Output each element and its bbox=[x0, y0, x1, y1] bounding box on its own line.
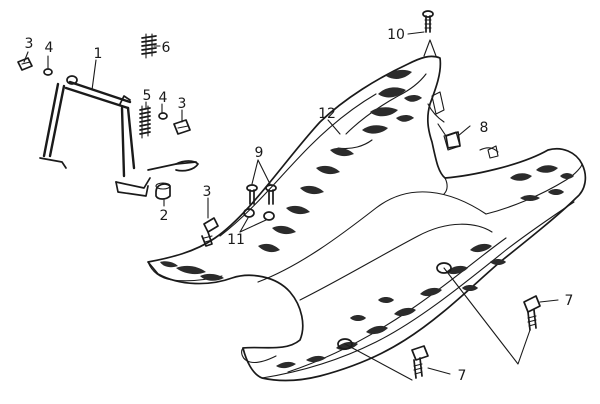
callout-6: 6 bbox=[162, 40, 171, 56]
clip-8 bbox=[445, 131, 461, 149]
callout-8: 8 bbox=[480, 120, 489, 136]
leader-lines bbox=[23, 31, 559, 381]
callout-7-lower: 7 bbox=[458, 368, 467, 384]
rubber-stopper-2 bbox=[155, 182, 171, 200]
clip-nut-11-b bbox=[263, 211, 275, 221]
callout-11: 11 bbox=[227, 232, 245, 248]
callout-7-right: 7 bbox=[565, 293, 574, 309]
screw-9-left bbox=[246, 184, 258, 205]
callout-3-lower: 3 bbox=[203, 184, 212, 200]
body-cover-panel bbox=[147, 39, 587, 382]
callout-3-upper-left: 3 bbox=[25, 36, 34, 52]
screw-10 bbox=[422, 10, 434, 33]
pivot-bushing bbox=[66, 75, 78, 85]
clip-nut-11-a bbox=[243, 208, 255, 218]
bolt-7-right bbox=[523, 295, 541, 331]
callout-labels: 3 4 1 6 5 4 3 2 3 9 11 10 12 8 7 7 bbox=[25, 27, 574, 384]
upper-left-washer bbox=[43, 68, 53, 76]
spring-6 bbox=[141, 33, 157, 59]
bolt-7-lower bbox=[411, 345, 429, 379]
callout-10: 10 bbox=[387, 27, 405, 43]
callout-2: 2 bbox=[160, 208, 169, 224]
callout-4-right: 4 bbox=[159, 90, 168, 106]
screw-9-right bbox=[265, 184, 277, 205]
callout-3-right: 3 bbox=[178, 96, 187, 112]
callout-12: 12 bbox=[318, 106, 336, 122]
callout-1: 1 bbox=[94, 46, 103, 62]
bolt-3-lower bbox=[201, 217, 219, 247]
callout-9: 9 bbox=[255, 145, 264, 161]
callout-5: 5 bbox=[143, 88, 152, 104]
spring-5 bbox=[139, 105, 151, 139]
center-stand bbox=[39, 80, 199, 197]
callout-4-upper-left: 4 bbox=[45, 40, 54, 56]
washer-4-right bbox=[158, 112, 168, 120]
